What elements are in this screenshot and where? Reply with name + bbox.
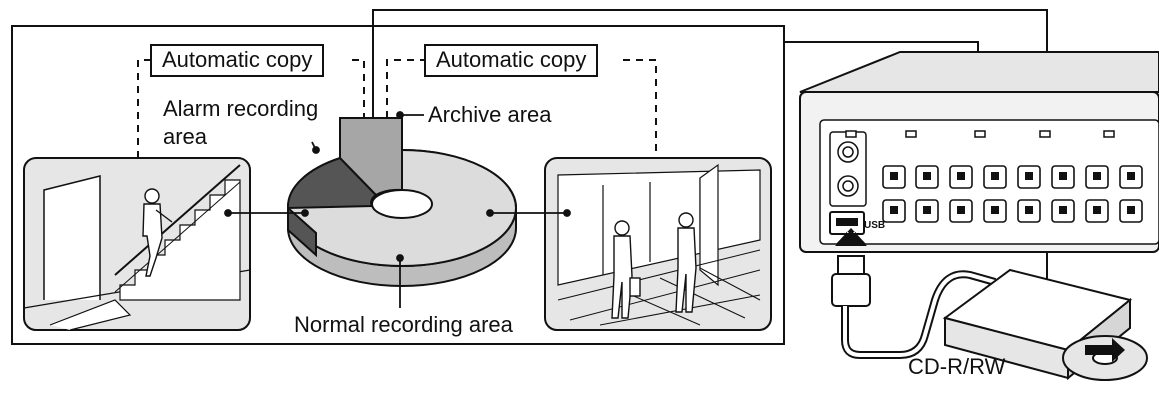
alarm-recording-sector <box>286 156 378 258</box>
automatic-copy-label-left: Automatic copy <box>150 44 325 77</box>
usb-cable-icon <box>831 228 997 359</box>
staircase-scene-icon <box>23 157 251 331</box>
recorder-device-icon <box>799 51 1159 253</box>
disk-pie-icon <box>286 117 517 287</box>
alarm-area-label-line2: area <box>163 124 208 149</box>
disk-hole <box>371 189 433 219</box>
archive-sector <box>339 117 403 197</box>
alarm-area-label-line1: Alarm recording <box>163 96 319 121</box>
leader-lines <box>224 111 571 308</box>
hallway-scene-icon <box>544 157 772 331</box>
automatic-copy-label-right: Automatic copy <box>424 44 599 77</box>
auto-copy-path-right <box>386 59 657 158</box>
normal-recording-area-label: Normal recording area <box>294 312 513 337</box>
cd-rw-label: CD-R/RW <box>908 354 1006 379</box>
auto-copy-path-left <box>137 59 365 158</box>
usb-label: USB <box>864 220 885 231</box>
archive-area-label: Archive area <box>428 102 552 127</box>
cd-disc-icon <box>1062 335 1148 381</box>
